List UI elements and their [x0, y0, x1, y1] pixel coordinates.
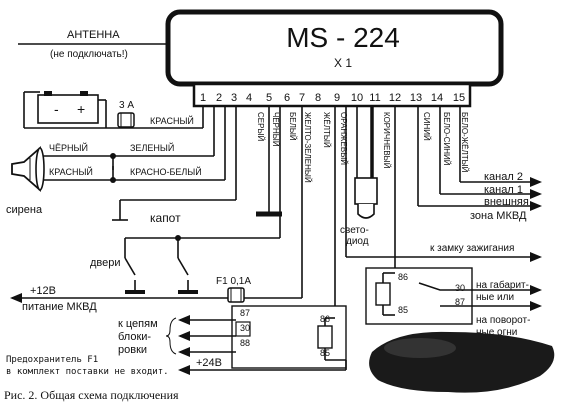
- ext-zone-label-1: внешняя: [484, 196, 529, 208]
- pin-number-11: 11: [369, 92, 380, 104]
- pin-number-13: 13: [410, 92, 422, 104]
- wire-yellow-green-label: ЖЕЛТО-ЗЕЛЕНЫЙ: [303, 112, 312, 183]
- wire-red-label: КРАСНЫЙ: [150, 115, 194, 126]
- pin12-relay: КОРИЧНЕВЫЙ: [382, 106, 396, 290]
- pin13-15-channels: канал 2 канал 1 внешняя зона МКВД СИНИЙ …: [417, 106, 542, 222]
- pin1-power: - + 3 А КРАСНЫЙ: [23, 91, 204, 129]
- pin-number-6: 6: [284, 92, 290, 104]
- hood-label: капот: [150, 211, 181, 225]
- relay-top-85: 85: [398, 305, 408, 315]
- wire-white-blue-label: БЕЛО-СИНИЙ: [442, 112, 451, 166]
- marker-label-1: на габарит-: [476, 279, 529, 291]
- pin9-ignition: к замку зажигания ОРАНЖЕВЫЙ: [339, 106, 542, 262]
- lock-label-1: к цепям: [118, 318, 158, 330]
- pin-number-5: 5: [266, 92, 272, 104]
- wire-red2-label: КРАСНЫЙ: [49, 166, 93, 177]
- wire-red-white-label: КРАСНО-БЕЛЫЙ: [130, 166, 202, 177]
- fuse-f1-icon: [227, 287, 245, 303]
- wire-white-label: БЕЛЫЙ: [288, 112, 297, 141]
- ignition-label: к замку зажигания: [430, 243, 514, 254]
- fuse-3a-label: 3 А: [119, 100, 134, 111]
- relay-top-86: 86: [398, 272, 408, 282]
- battery-plus: +: [77, 101, 85, 117]
- pin8-relay: ЖЁЛТЫЙ: [322, 106, 336, 318]
- turn-label-1: на поворот-: [476, 315, 530, 326]
- wire-yellow-label: ЖЁЛТЫЙ: [322, 112, 331, 148]
- pin-number-8: 8: [315, 92, 321, 104]
- pin-number-15: 15: [453, 92, 465, 104]
- siren-icon: [11, 146, 45, 192]
- ch2-label: канал 2: [484, 171, 523, 183]
- lock-label-2: блоки-: [118, 331, 151, 343]
- plus24-label: +24В: [196, 357, 222, 369]
- lock-label-3: ровки: [118, 344, 147, 356]
- relay-bot-30: 30: [240, 323, 250, 333]
- pin5-ground: ЧЁРНЫЙ: [256, 106, 282, 217]
- wire-black-v-label: ЧЁРНЫЙ: [271, 112, 280, 147]
- pin2-3-siren: ЧЁРНЫЙ ЗЕЛЕНЫЙ КРАСНЫЙ КРАСНО-БЕЛЫЙ сире…: [6, 106, 226, 216]
- antenna: АНТЕННА (не подключать!): [18, 29, 168, 60]
- relay-lock: 87 30 88 86 85 к цепям блоки- ровки +24В: [118, 305, 347, 375]
- ink-smudge: [369, 331, 555, 393]
- led-label-2: диод: [346, 236, 369, 247]
- pin-number-2: 2: [216, 92, 222, 104]
- fuse-f1-label: F1 0,1А: [216, 276, 251, 287]
- wire-orange-label: ОРАНЖЕВЫЙ: [339, 112, 348, 165]
- wire-green-label: ЗЕЛЕНЫЙ: [130, 142, 174, 153]
- pin-number-4: 4: [246, 92, 252, 104]
- antenna-note: (не подключать!): [50, 49, 128, 60]
- connector-x1: [192, 82, 472, 108]
- doors-label: двери: [90, 257, 121, 269]
- siren-label: сирена: [6, 204, 43, 216]
- pin-number-10: 10: [351, 92, 363, 104]
- pin-number-12: 12: [389, 92, 401, 104]
- wire-brown-label: КОРИЧНЕВЫЙ: [382, 112, 391, 169]
- wire-grey-label: СЕРЫЙ: [256, 112, 265, 142]
- plus12-label: +12В: [30, 285, 56, 297]
- fuse-3a-icon: [117, 112, 135, 128]
- turn-label-2: ные огни: [476, 327, 517, 338]
- relay-bot-88: 88: [240, 338, 250, 348]
- unit-model: MS - 224: [286, 22, 400, 53]
- relay-top-87: 87: [455, 297, 465, 307]
- relay-top-30: 30: [455, 283, 465, 293]
- fuse-note-2: в комплект поставки не входит.: [6, 367, 169, 377]
- marker-label-2: ные или: [476, 292, 514, 303]
- led-label-1: свето-: [340, 225, 369, 236]
- fuse-note-1: Предохранитель F1: [6, 355, 98, 365]
- wire-blue-label: СИНИЙ: [422, 112, 431, 141]
- pin10-11-led: свето- диод: [340, 106, 378, 247]
- figure-caption: Рис. 2. Общая схема подключения: [4, 388, 179, 402]
- led-icon: [354, 177, 378, 219]
- battery-minus: -: [54, 101, 59, 117]
- pin-number-1: 1: [200, 92, 206, 104]
- connector-name: X 1: [334, 56, 352, 70]
- antenna-label: АНТЕННА: [67, 29, 120, 41]
- pin6-doors: двери БЕЛЫЙ: [90, 106, 297, 294]
- pin7-mkvd-power: F1 0,1А +12В питание МКВД ЖЕЛТО-ЗЕЛЕНЫЙ: [10, 106, 312, 313]
- relay-lights: 86 85 30 87 на габарит- ные или на повор…: [365, 267, 542, 338]
- pin-number-14: 14: [431, 92, 443, 104]
- relay-bot-87: 87: [240, 308, 250, 318]
- pin-number-9: 9: [334, 92, 340, 104]
- mkvd-power-label: питание МКВД: [22, 301, 97, 313]
- ext-zone-label-2: зона МКВД: [470, 210, 527, 222]
- pin-number-3: 3: [231, 92, 237, 104]
- wire-white-yellow-label: БЕЛО-ЖЁЛТЫЙ: [460, 112, 469, 173]
- wire-black-label: ЧЁРНЫЙ: [49, 142, 88, 153]
- pin4-hood: капот СЕРЫЙ: [112, 106, 265, 225]
- ch1-label: канал 1: [484, 184, 523, 196]
- battery-icon: - +: [37, 91, 99, 124]
- pin-number-7: 7: [299, 92, 305, 104]
